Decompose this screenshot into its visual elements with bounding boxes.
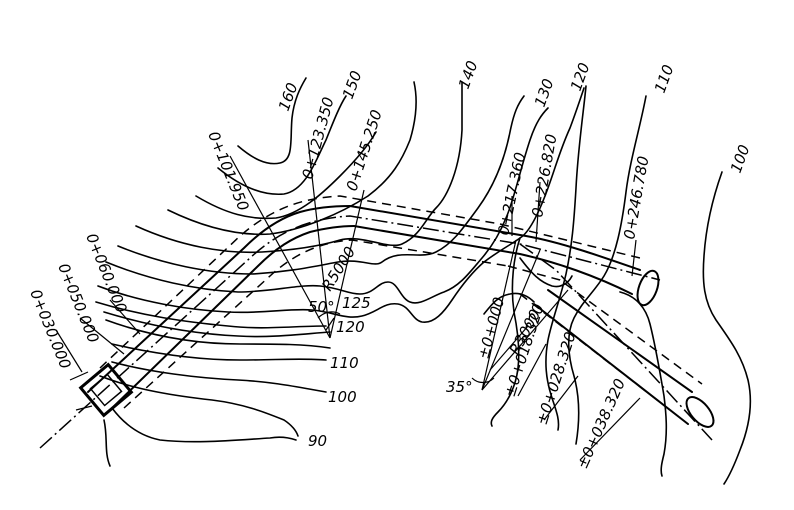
station-label-0-123: 0+123.350: [298, 95, 337, 181]
station-leaders: [55, 181, 641, 461]
contour-lines: [95, 77, 585, 467]
contour-120: [103, 311, 331, 338]
radius-line-right-a: [481, 239, 517, 391]
leader-right-1: [489, 325, 529, 371]
contour-label-130: 130: [531, 76, 558, 109]
contour-108-right: [619, 291, 668, 477]
contour-label-110: 110: [651, 62, 678, 95]
pipe-left-leg-outer: [87, 205, 351, 393]
leader-right-2: [517, 343, 547, 397]
contour-145: [195, 131, 377, 220]
contour-label-125: 125: [342, 294, 371, 312]
radius-line-left-b: [307, 139, 331, 339]
bend-angle-arc-left: [317, 311, 341, 319]
contour-label-90: 90: [308, 432, 327, 450]
contour-label-150: 150: [339, 68, 366, 101]
leader-mid-2: [535, 181, 541, 243]
contour-130: [97, 87, 585, 323]
leader-0-050: [79, 317, 125, 355]
centre-line: [39, 215, 713, 449]
bend-angle-right: 35°: [446, 378, 473, 396]
pipe-right-leg-outer: [547, 289, 693, 393]
contour-130-right: [490, 237, 521, 427]
station-label-pm-0-038: ±0+038.320: [573, 376, 629, 472]
station-label-0-145: 0+145.250: [343, 108, 386, 194]
radius-line-left-c: [329, 189, 365, 339]
dashed-left-1: [99, 195, 501, 369]
radius-line-right-b: [481, 289, 569, 391]
dashed-offset-lines: [99, 195, 703, 411]
station-label-pm-0-000: ±0+000: [474, 295, 508, 361]
contour-150: [217, 95, 347, 196]
contour-100: [99, 375, 299, 437]
dashed-right-1: [499, 223, 641, 259]
radius-line-right-c: [481, 249, 541, 391]
pipe-end-cap-lower: [685, 396, 715, 428]
centre-line-left: [39, 215, 661, 449]
contour-140: [167, 81, 417, 236]
contour-label-110b: 110: [330, 354, 359, 372]
bend-radius-left: R5000: [318, 243, 359, 294]
bend-geometry-left: [229, 139, 365, 339]
bend-angle-left: 50°: [308, 298, 335, 316]
contour-edge-lower-left: [103, 419, 111, 467]
pipe-upper-outer: [349, 205, 641, 271]
bend-geometry-right: [471, 239, 569, 391]
contour-160: [237, 77, 307, 165]
contour-125: [95, 301, 327, 329]
valve-box-outer: [78, 362, 134, 418]
contour-label-120b: 120: [336, 318, 365, 336]
leader-0-060: [109, 299, 141, 335]
station-label-0-101: 0+101.950: [204, 129, 252, 214]
contour-120-right: [545, 85, 587, 431]
radius-line-left-a: [229, 155, 331, 339]
contour-110-right: [567, 95, 647, 445]
contour-label-160: 160: [275, 80, 302, 113]
contour-132: [105, 107, 549, 304]
pipe-upper-inner: [353, 225, 633, 295]
contour-135: [117, 95, 525, 275]
contour-118: [105, 319, 331, 349]
leader-mid-3: [631, 239, 637, 277]
contour-108: [111, 361, 327, 393]
valve-leader-1: [69, 371, 89, 381]
dashed-right-3: [519, 293, 671, 411]
centre-line-right: [519, 243, 713, 441]
pipe-left-leg-inner: [107, 225, 355, 413]
station-label-0-060: 0+060.000: [82, 231, 130, 316]
contour-112-right: [483, 292, 535, 315]
valve-leader-2: [75, 405, 93, 411]
contour-label-100b: 100: [328, 388, 357, 406]
contour-label-120: 120: [567, 60, 594, 93]
contour-138: [135, 81, 463, 254]
contour-100-right: [702, 171, 752, 485]
contour-90: [111, 407, 297, 443]
bend-tick-left: [325, 317, 335, 331]
station-label-0-226: 0+226.820: [528, 133, 560, 219]
station-label-0-217: 0+217.360: [494, 151, 529, 237]
leader-right-3: [543, 375, 579, 421]
dashed-right-2: [507, 265, 703, 385]
contour-label-140: 140: [455, 58, 482, 91]
bend-angle-arc-right: [471, 377, 495, 384]
contour-label-100: 100: [727, 142, 754, 175]
pipe-end-cap-upper: [636, 269, 660, 307]
dashed-left-2: [123, 239, 509, 409]
valve-box-inner: [89, 373, 123, 407]
contour-lines-right: [483, 85, 752, 485]
leader-0-030: [55, 329, 83, 373]
leader-right-4: [579, 397, 641, 461]
valve-box: [69, 362, 134, 418]
contour-110: [111, 343, 327, 361]
